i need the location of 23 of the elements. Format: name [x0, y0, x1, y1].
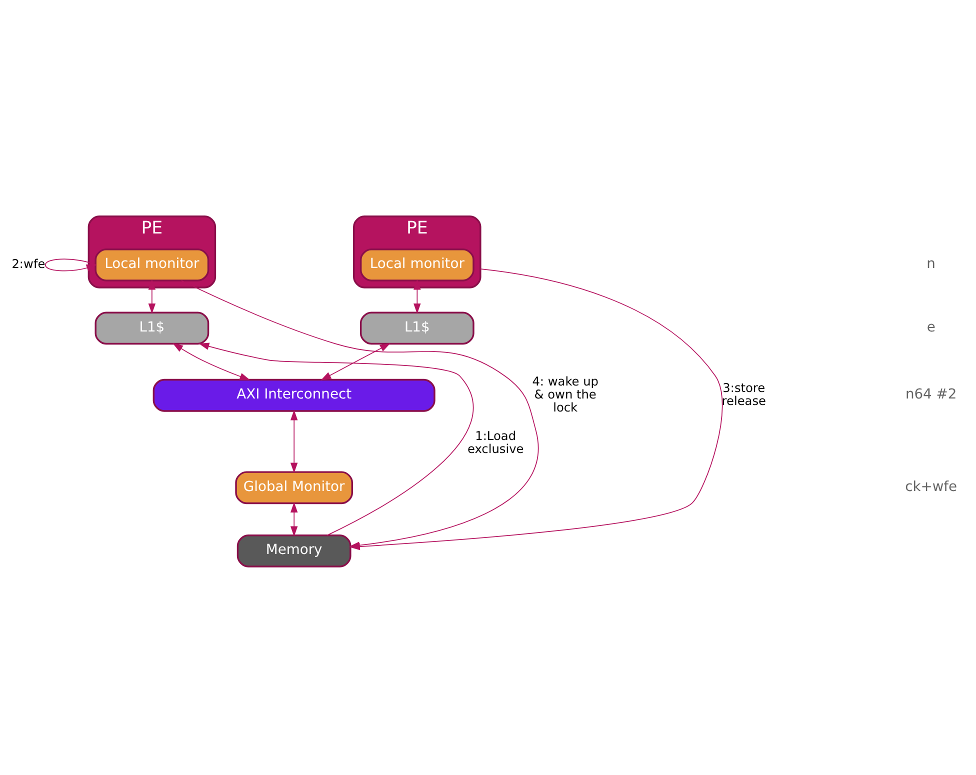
arrow	[290, 409, 298, 473]
arrow	[320, 342, 390, 380]
arrow	[198, 342, 474, 536]
node-box: Global Monitor	[235, 470, 354, 504]
node-box: Local monitor	[360, 248, 474, 281]
arrow	[44, 258, 97, 271]
node-box: L1$	[360, 311, 474, 344]
node-box: AXI Interconnect	[152, 378, 436, 412]
node-box: Local monitor	[94, 248, 210, 281]
edge-label: 2:wfe	[12, 256, 46, 271]
edge-label: 4: wake up & own the lock	[532, 374, 598, 414]
node-box: Memory	[236, 534, 352, 567]
arrow	[172, 342, 250, 380]
label: n	[926, 256, 936, 272]
label: e	[926, 318, 936, 335]
arrow	[414, 278, 421, 314]
edge-label: 1:Load exclusive	[467, 428, 524, 456]
arrow	[148, 278, 156, 314]
arrow	[290, 502, 298, 536]
node-box: L1$	[94, 311, 210, 344]
label: n64 #2	[905, 386, 957, 402]
edge-label: 3:store release	[722, 380, 766, 408]
label: ck+wfe	[905, 478, 958, 494]
